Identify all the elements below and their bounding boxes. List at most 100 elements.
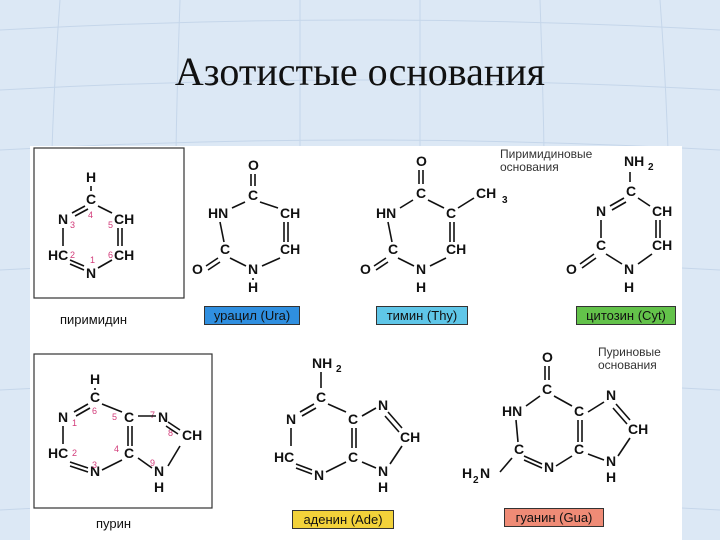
svg-text:HC: HC [48, 445, 68, 461]
svg-text:O: O [416, 153, 427, 169]
svg-text:1: 1 [72, 418, 77, 428]
svg-text:O: O [566, 261, 577, 277]
svg-text:N: N [158, 409, 168, 425]
svg-text:C: C [446, 205, 456, 221]
svg-text:C: C [316, 389, 326, 405]
svg-text:5: 5 [112, 412, 117, 422]
svg-text:N: N [154, 463, 164, 479]
svg-text:3: 3 [92, 460, 97, 470]
purine-group-caption: Пуриновые основания [598, 345, 661, 372]
svg-text:4: 4 [114, 444, 119, 454]
svg-text:H: H [86, 169, 96, 185]
svg-text:2: 2 [70, 250, 75, 260]
svg-text:NH: NH [312, 355, 332, 371]
svg-text:CH: CH [114, 211, 134, 227]
svg-text:HN: HN [502, 403, 522, 419]
svg-text:N: N [314, 467, 324, 483]
svg-text:1: 1 [90, 255, 95, 265]
svg-text:C: C [90, 389, 100, 405]
pyrimidine-box [33, 147, 185, 299]
label-thymine: тимин (Thy) [376, 306, 468, 325]
svg-text:N: N [606, 453, 616, 469]
label-guanine: гуанин (Gua) [504, 508, 604, 527]
svg-text:N: N [58, 211, 68, 227]
adenine-structure: NH 2 C N C N CH HC C N N H [274, 355, 420, 495]
svg-text:N: N [90, 463, 100, 479]
structure-drawings: H C N CH HC CH N 4 3 5 2 6 1 O C HN [33, 147, 672, 509]
svg-text:CH: CH [400, 429, 420, 445]
svg-text:H: H [90, 371, 100, 387]
svg-text:C: C [574, 441, 584, 457]
svg-text:N: N [58, 409, 68, 425]
svg-text:3: 3 [502, 195, 508, 206]
svg-text:8: 8 [168, 428, 173, 438]
svg-text:N: N [378, 397, 388, 413]
svg-text:NH: NH [624, 153, 644, 169]
svg-text:O: O [542, 349, 553, 365]
svg-text:N: N [86, 265, 96, 281]
svg-text:H: H [154, 479, 164, 495]
svg-text:H: H [416, 279, 426, 295]
svg-text:C: C [348, 411, 358, 427]
svg-text:N: N [624, 261, 634, 277]
svg-text:C: C [626, 183, 636, 199]
pyrimidine-structure: H C N CH HC CH N [48, 169, 134, 281]
svg-text:C: C [596, 237, 606, 253]
svg-text:C: C [542, 381, 552, 397]
svg-text:N: N [596, 203, 606, 219]
svg-text:N: N [480, 465, 490, 481]
svg-text:2: 2 [648, 162, 654, 173]
svg-text:HC: HC [48, 247, 68, 263]
cytosine-structure: NH 2 C N CH C CH O N H [566, 153, 672, 295]
svg-text:CH: CH [476, 185, 496, 201]
svg-text:H: H [378, 479, 388, 495]
svg-text:CH: CH [280, 241, 300, 257]
svg-text:N: N [248, 261, 258, 277]
thymine-structure: O C HN C CH 3 C CH O N H [360, 153, 508, 295]
svg-text:H: H [462, 465, 472, 481]
svg-text:H: H [624, 279, 634, 295]
svg-text:C: C [124, 445, 134, 461]
svg-text:7: 7 [150, 410, 155, 420]
svg-text:O: O [248, 157, 259, 173]
svg-text:N: N [378, 463, 388, 479]
label-purine: пурин [96, 516, 132, 531]
svg-text:C: C [416, 185, 426, 201]
pyrimidine-group-caption: Пиримидиновые основания [500, 147, 593, 174]
svg-text:HN: HN [208, 205, 228, 221]
svg-text:H: H [606, 469, 616, 485]
svg-text:CH: CH [652, 203, 672, 219]
label-adenine: аденин (Ade) [292, 510, 394, 529]
svg-text:HC: HC [274, 449, 294, 465]
slide-title: Азотистые основания [174, 49, 546, 94]
svg-text:HN: HN [376, 205, 396, 221]
svg-text:C: C [124, 409, 134, 425]
svg-text:CH: CH [628, 421, 648, 437]
svg-text:9: 9 [150, 458, 155, 468]
svg-text:CH: CH [182, 427, 202, 443]
svg-text:CH: CH [652, 237, 672, 253]
svg-text:5: 5 [108, 220, 113, 230]
svg-text:C: C [248, 187, 258, 203]
svg-text:2: 2 [473, 475, 479, 486]
svg-text:C: C [348, 449, 358, 465]
svg-text:O: O [192, 261, 203, 277]
svg-text:H: H [248, 279, 258, 295]
label-uracil: урацил (Ura) [204, 306, 300, 325]
purine-box [33, 353, 213, 509]
svg-text:3: 3 [70, 220, 75, 230]
svg-text:CH: CH [280, 205, 300, 221]
svg-text:4: 4 [88, 210, 93, 220]
svg-text:C: C [574, 403, 584, 419]
svg-text:C: C [220, 241, 230, 257]
guanine-structure: O C HN C N CH C C N N H H 2 N [462, 349, 648, 486]
svg-text:2: 2 [336, 364, 342, 375]
svg-text:2: 2 [72, 448, 77, 458]
purine-structure: H C N C N CH HC C N N H [48, 371, 202, 495]
svg-text:N: N [606, 387, 616, 403]
svg-text:N: N [286, 411, 296, 427]
svg-text:O: O [360, 261, 371, 277]
svg-text:C: C [86, 191, 96, 207]
svg-text:N: N [416, 261, 426, 277]
svg-text:N: N [544, 459, 554, 475]
